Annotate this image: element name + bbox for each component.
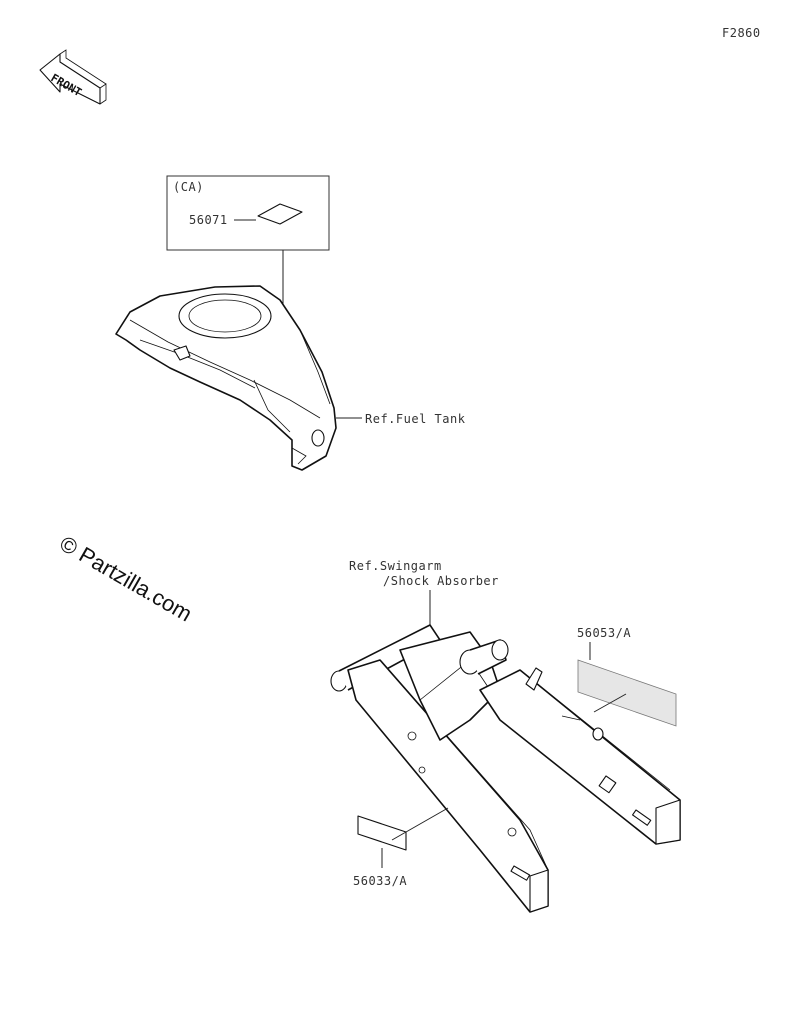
callout-box (166, 175, 330, 251)
label-sticker-56053a (577, 659, 677, 727)
label-sticker-56071 (257, 203, 303, 225)
callout-part-number: 56071 (189, 213, 228, 227)
swingarm-illustration (330, 624, 681, 913)
part-label-56053a: 56053/A (577, 626, 631, 640)
label-sticker-56033a (357, 815, 407, 851)
ref-shock-absorber-label: /Shock Absorber (383, 574, 499, 588)
fuel-tank-illustration (115, 285, 337, 471)
watermark: © Partzilla.com (56, 531, 197, 627)
ref-swingarm-label: Ref.Swingarm (349, 559, 442, 573)
front-direction-arrow-icon: FRONT (39, 49, 107, 105)
figure-code: F2860 (722, 26, 761, 40)
callout-region-label: (CA) (173, 180, 204, 194)
part-label-56033a: 56033/A (353, 874, 407, 888)
ref-fuel-tank-label: Ref.Fuel Tank (365, 412, 466, 426)
